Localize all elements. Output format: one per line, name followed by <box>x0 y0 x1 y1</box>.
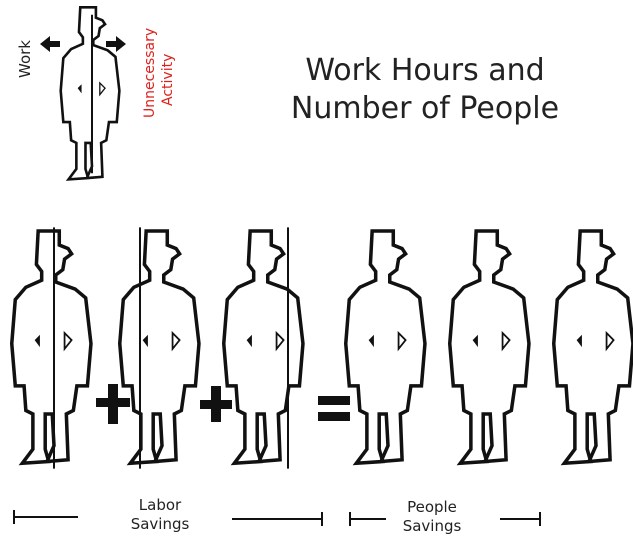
diagram-title: Work Hours and Number of People <box>275 52 575 128</box>
unnecessary-line-1: Unnecessary <box>142 27 158 118</box>
labor-savings-line-2: Savings <box>130 515 190 533</box>
left-arrow-icon <box>40 36 60 52</box>
person-figure-0 <box>10 227 93 469</box>
labor-savings-label: Labor Savings <box>110 496 210 534</box>
labor-savings-bracket <box>13 510 323 526</box>
unnecessary-activity-label: Unnecessary Activity <box>140 10 180 120</box>
people-savings-bracket <box>349 512 541 526</box>
person-figure-1 <box>118 227 201 469</box>
labor-savings-line-1: Labor <box>138 496 182 514</box>
plus-sign-1 <box>96 384 130 424</box>
legend-figure <box>59 6 121 181</box>
unnecessary-line-2: Activity <box>160 53 176 106</box>
person-figure-4 <box>448 228 531 466</box>
person-figure-5 <box>552 228 633 466</box>
people-savings-label: People Savings <box>382 498 482 536</box>
title-line-2: Number of People <box>290 91 560 126</box>
plus-sign-2 <box>200 386 232 422</box>
title-line-1: Work Hours and <box>305 53 545 88</box>
right-arrow-icon <box>106 36 126 52</box>
people-savings-line-2: Savings <box>402 517 462 535</box>
work-label: Work <box>16 40 34 78</box>
person-figure-2 <box>222 227 305 469</box>
people-savings-line-1: People <box>407 498 457 516</box>
person-figure-legend <box>59 6 121 181</box>
figure-row <box>10 227 633 469</box>
person-figure-3 <box>344 228 427 466</box>
equals-sign <box>318 396 350 421</box>
